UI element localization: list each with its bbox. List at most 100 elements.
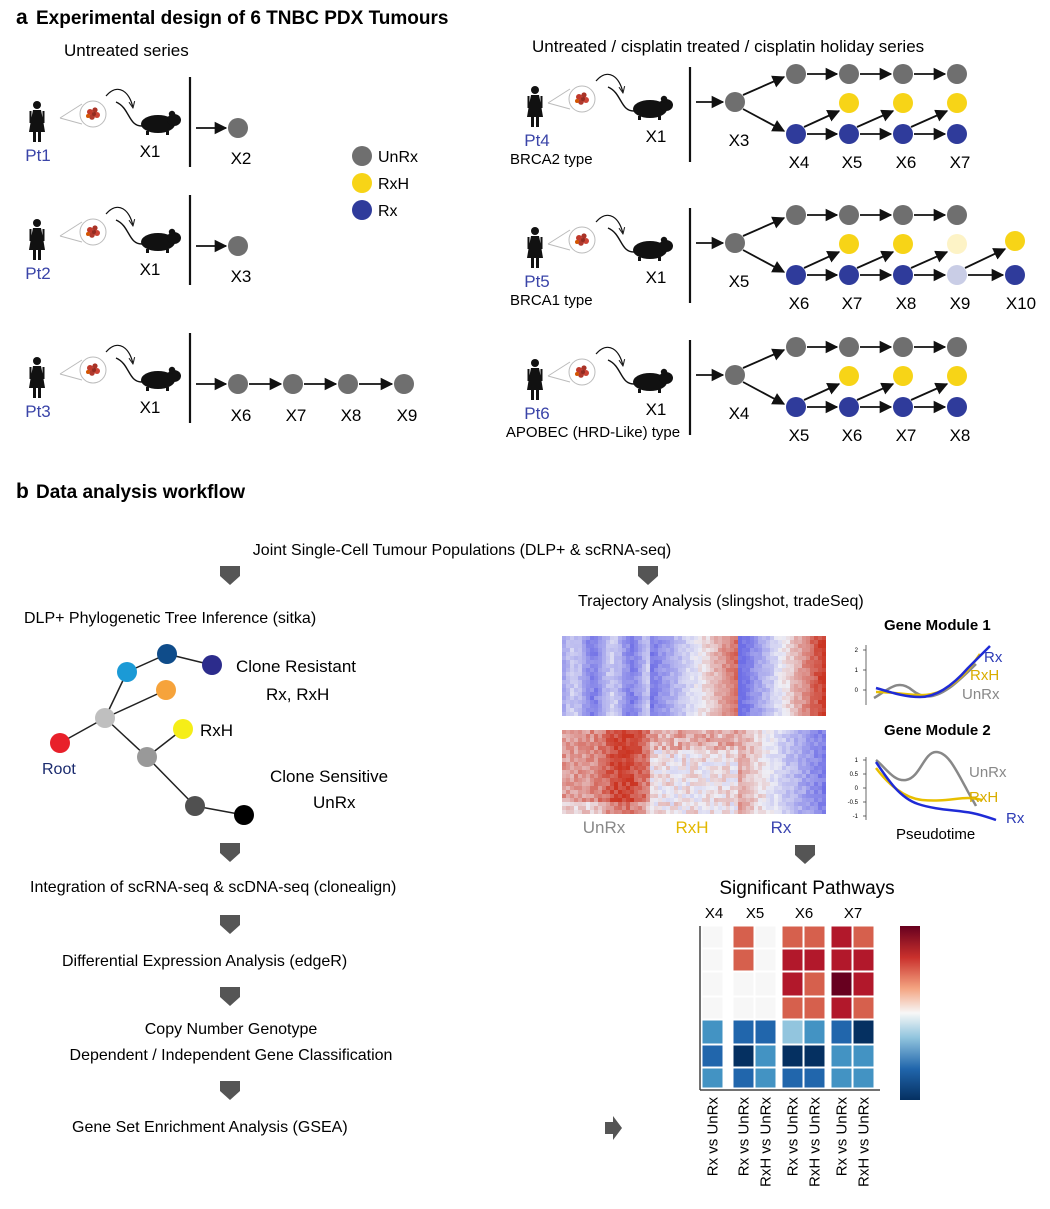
heatmap-cell: [654, 640, 658, 644]
heatmap-cell: [618, 680, 622, 684]
heatmap-cell: [570, 688, 574, 692]
heatmap-cell: [630, 700, 634, 704]
heatmap-cell: [650, 742, 654, 746]
heatmap-cell: [674, 680, 678, 684]
gene-module-2-rx-label: Rx: [1006, 810, 1025, 827]
heatmap-cell: [626, 700, 630, 704]
pathway-group-x7: X7: [844, 905, 862, 922]
heatmap-cell: [670, 652, 674, 656]
heatmap-cell: [802, 672, 806, 676]
heatmap-cell: [626, 774, 630, 778]
heatmap-cell: [618, 794, 622, 798]
heatmap-cell: [766, 790, 770, 794]
heatmap-cell: [790, 758, 794, 762]
heatmap-cell: [654, 802, 658, 806]
heatmap-cell: [702, 704, 706, 708]
heatmap-cell: [762, 668, 766, 672]
heatmap-cell: [686, 648, 690, 652]
heatmap-cell: [674, 750, 678, 754]
heatmap-cell: [822, 758, 826, 762]
heatmap-cell: [790, 774, 794, 778]
heatmap-cell: [678, 778, 682, 782]
heatmap-cell: [614, 640, 618, 644]
heatmap-cell: [774, 778, 778, 782]
heatmap-cell: [674, 704, 678, 708]
heatmap-cell: [594, 810, 598, 814]
heatmap-cell: [730, 750, 734, 754]
heatmap-cell: [818, 782, 822, 786]
heatmap-cell: [642, 730, 646, 734]
heatmap-cell: [730, 810, 734, 814]
heatmap-cell: [622, 696, 626, 700]
heatmap-cell: [590, 660, 594, 664]
heatmap-cell: [786, 656, 790, 660]
heatmap-cell: [574, 688, 578, 692]
heatmap-cell: [762, 766, 766, 770]
heatmap-cell: [670, 738, 674, 742]
heatmap-cell: [774, 730, 778, 734]
heatmap-cell: [734, 730, 738, 734]
passage-label: X6: [789, 294, 810, 313]
heatmap-cell: [622, 700, 626, 704]
heatmap-cell: [562, 730, 566, 734]
heatmap-cell: [562, 734, 566, 738]
heatmap-cell: [774, 734, 778, 738]
heatmap-cell: [822, 754, 826, 758]
heatmap-cell: [766, 680, 770, 684]
heatmap-cell: [610, 636, 614, 640]
heatmap-cell: [774, 652, 778, 656]
heatmap-cell: [754, 656, 758, 660]
heatmap-cell: [718, 810, 722, 814]
heatmap-cell: [610, 664, 614, 668]
heatmap-cell: [562, 774, 566, 778]
heatmap-cell: [714, 644, 718, 648]
heatmap-cell: [774, 786, 778, 790]
heatmap-cell: [682, 648, 686, 652]
heatmap-cell: [782, 640, 786, 644]
heatmap-cell: [746, 644, 750, 648]
heatmap-cell: [638, 664, 642, 668]
heatmap-cell: [666, 770, 670, 774]
heatmap-cell: [638, 786, 642, 790]
clone-sensitive-sub: UnRx: [313, 793, 356, 812]
heatmap-cell: [570, 712, 574, 716]
heatmap-cell: [662, 754, 666, 758]
heatmap-cell: [602, 794, 606, 798]
heatmap-cell: [758, 656, 762, 660]
pathway-column-label: Rx vs UnRx: [736, 1097, 753, 1177]
heatmap-cell: [594, 696, 598, 700]
heatmap-cell: [770, 652, 774, 656]
heatmap-cell: [562, 798, 566, 802]
heatmap-cell: [726, 746, 730, 750]
heatmap-cell: [770, 696, 774, 700]
heatmap-cell: [658, 762, 662, 766]
heatmap-cell: [710, 758, 714, 762]
heatmap-cell: [602, 754, 606, 758]
heatmap-cell: [782, 806, 786, 810]
heatmap-cell: [774, 692, 778, 696]
heatmap-cell: [562, 700, 566, 704]
heatmap-cell: [594, 738, 598, 742]
heatmap-cell: [806, 648, 810, 652]
heatmap-cell: [562, 786, 566, 790]
heatmap-cell: [818, 668, 822, 672]
heatmap-cell: [722, 738, 726, 742]
heatmap-cell: [594, 652, 598, 656]
heatmap-cell: [686, 738, 690, 742]
heatmap-cell: [642, 688, 646, 692]
heatmap-cell: [662, 636, 666, 640]
heatmap-cell: [690, 656, 694, 660]
heatmap-cell: [754, 750, 758, 754]
heatmap-cell: [654, 664, 658, 668]
heatmap-cell: [610, 648, 614, 652]
heatmap-cell: [778, 664, 782, 668]
heatmap-cell: [698, 652, 702, 656]
heatmap-cell: [690, 778, 694, 782]
heatmap-cell: [674, 652, 678, 656]
heatmap-cell: [598, 660, 602, 664]
heatmap-cell: [562, 644, 566, 648]
heatmap-cell: [678, 656, 682, 660]
heatmap-cell: [714, 656, 718, 660]
